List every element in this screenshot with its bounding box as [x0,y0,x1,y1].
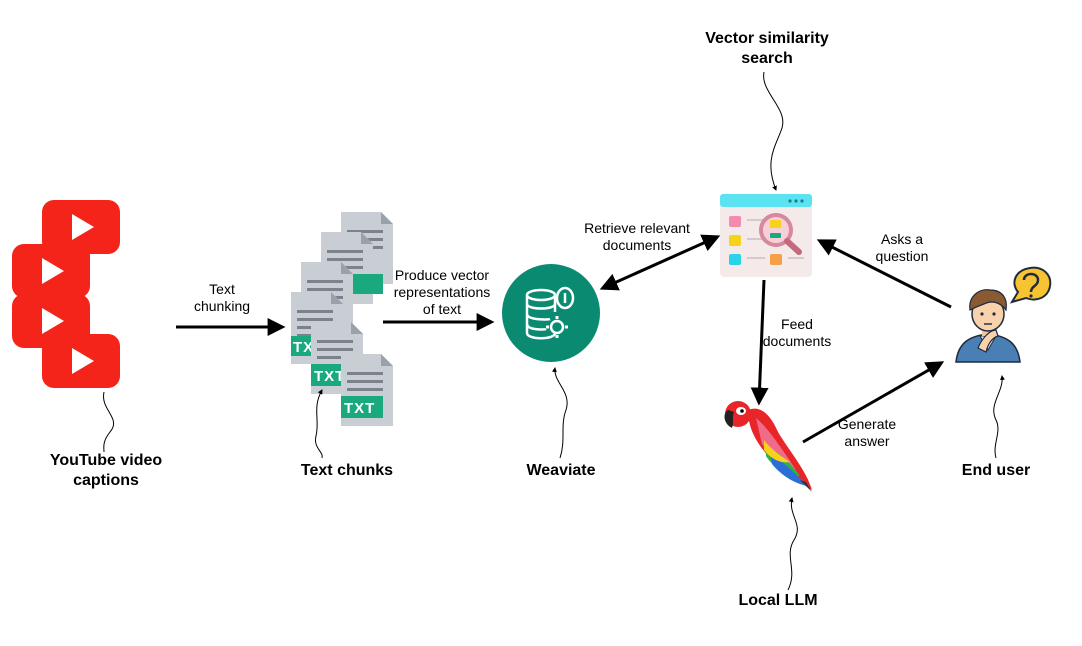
youtube-play-icon [42,334,120,388]
chunks-label: Text chunks [301,462,393,479]
text-chunks-stack: TXT TXT TXT [291,212,393,426]
weaviate-label: Weaviate [526,462,595,479]
user-label: End user [962,462,1030,479]
question-bubble-icon [1009,266,1052,304]
search-connector [763,71,784,191]
chunks-connector [314,389,323,459]
search-label-line1: Vector similarity [705,30,829,47]
arrow-retrieve [599,234,721,291]
chunking-label-line1: Text [209,281,235,297]
search-label-line2: search [741,50,793,67]
generate-label-line1: Generate [838,416,897,432]
youtube-play-icon [12,244,90,298]
asks-label-line2: question [876,248,929,264]
magnifier-dashboard-icon [720,194,812,277]
database-gear-icon [502,264,600,362]
generate-label-line2: answer [844,433,889,449]
chunking-label-line2: chunking [194,298,250,314]
thinking-person-icon [955,289,1021,363]
txt-file-icon [321,232,383,304]
retrieve-label-line1: Retrieve relevant [584,220,690,236]
youtube-icon-stack [12,200,120,388]
arrow-generate [802,361,945,444]
txt-file-tag: TXT [344,400,375,417]
txt-file-icon: TXT [341,354,393,426]
user-connector [993,375,1005,459]
txt-file-tag: TXT [314,368,345,385]
asks-label-line1: Asks a [881,231,923,247]
vectors-label-line1: Produce vector [395,267,489,283]
txt-file-icon: TXT [311,322,363,394]
parrot-icon [724,401,812,492]
llm-connector [787,497,798,591]
arrow-asks [816,239,952,309]
youtube-label-line2: captions [73,472,139,489]
arrow-feed [750,279,769,406]
vectors-label-line2: representations [394,284,491,300]
feed-label-line2: documents [763,333,831,349]
llm-label: Local LLM [738,592,817,609]
youtube-label-line1: YouTube video [50,452,163,469]
youtube-connector [103,391,115,453]
vectors-label-line3: of text [423,301,461,317]
youtube-play-icon [42,200,120,254]
feed-label-line1: Feed [781,316,813,332]
weaviate-connector [551,367,568,459]
retrieve-label-line2: documents [603,237,671,253]
